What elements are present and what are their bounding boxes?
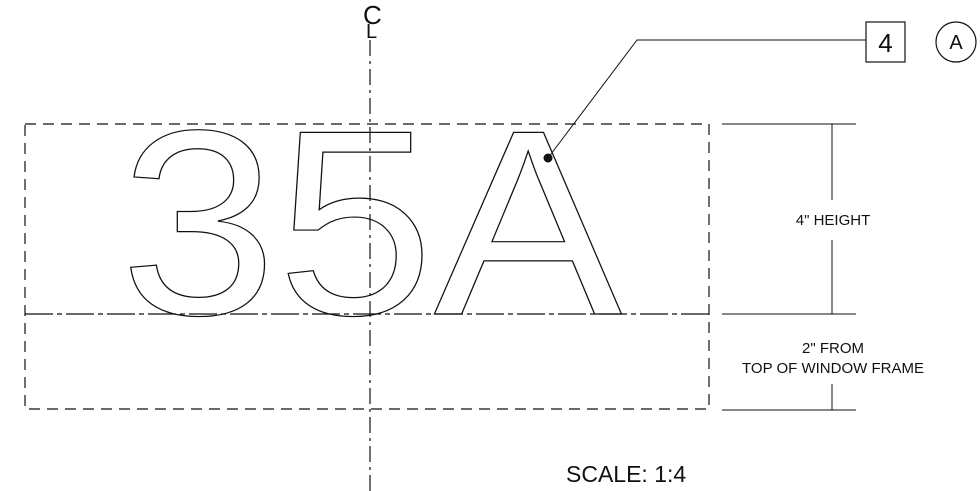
- callout-leader-dot: [543, 153, 553, 163]
- sign-lettering: 35A: [120, 75, 623, 370]
- callout-leader: [547, 39, 866, 159]
- offset-dimension-label-line2: TOP OF WINDOW FRAME: [742, 360, 924, 377]
- height-dimension-label: 4" HEIGHT: [796, 212, 871, 229]
- centerline-symbol: C L: [363, 0, 382, 43]
- callout-detail-circle: [935, 21, 977, 63]
- callout-number-box: [865, 21, 906, 63]
- offset-dimension-label-line1: 2" FROM: [802, 340, 864, 357]
- scale-label: SCALE: 1:4: [566, 461, 686, 487]
- centerline-l: L: [366, 21, 377, 43]
- centerline-c: C: [363, 0, 382, 30]
- window-frame-outline: [24, 123, 710, 410]
- callout-number: 4: [878, 28, 892, 58]
- callout-detail-letter: A: [949, 32, 963, 54]
